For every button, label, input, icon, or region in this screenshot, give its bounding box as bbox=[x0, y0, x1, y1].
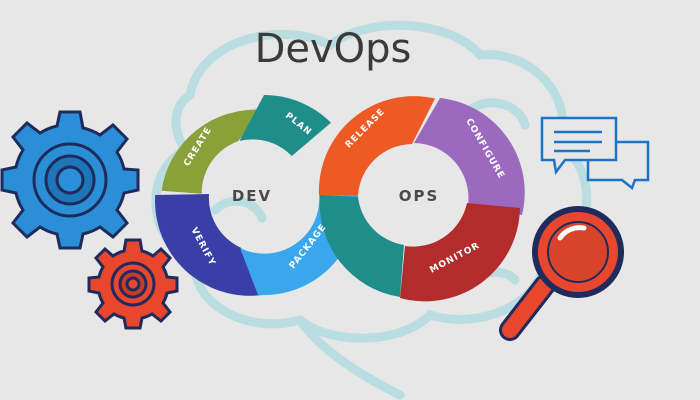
page-title: DevOps bbox=[255, 26, 412, 72]
segment-create bbox=[161, 109, 263, 194]
chat-bubbles-icon bbox=[540, 116, 650, 191]
segment-ops-bottom bbox=[319, 195, 404, 297]
segment-release bbox=[318, 96, 435, 195]
devops-infinity-loop: CREATE PLAN VERIFY PACKAGE RELEASE CONFI… bbox=[155, 95, 525, 302]
magnifying-glass-icon bbox=[499, 206, 624, 341]
dev-label: DEV bbox=[232, 187, 272, 205]
ops-label: OPS bbox=[399, 187, 440, 205]
gear-small-icon bbox=[87, 238, 179, 330]
segment-monitor bbox=[400, 203, 520, 302]
segment-configure bbox=[414, 98, 525, 215]
segment-plan bbox=[239, 95, 331, 156]
gear-large-icon bbox=[0, 110, 140, 250]
segment-verify bbox=[155, 194, 263, 296]
